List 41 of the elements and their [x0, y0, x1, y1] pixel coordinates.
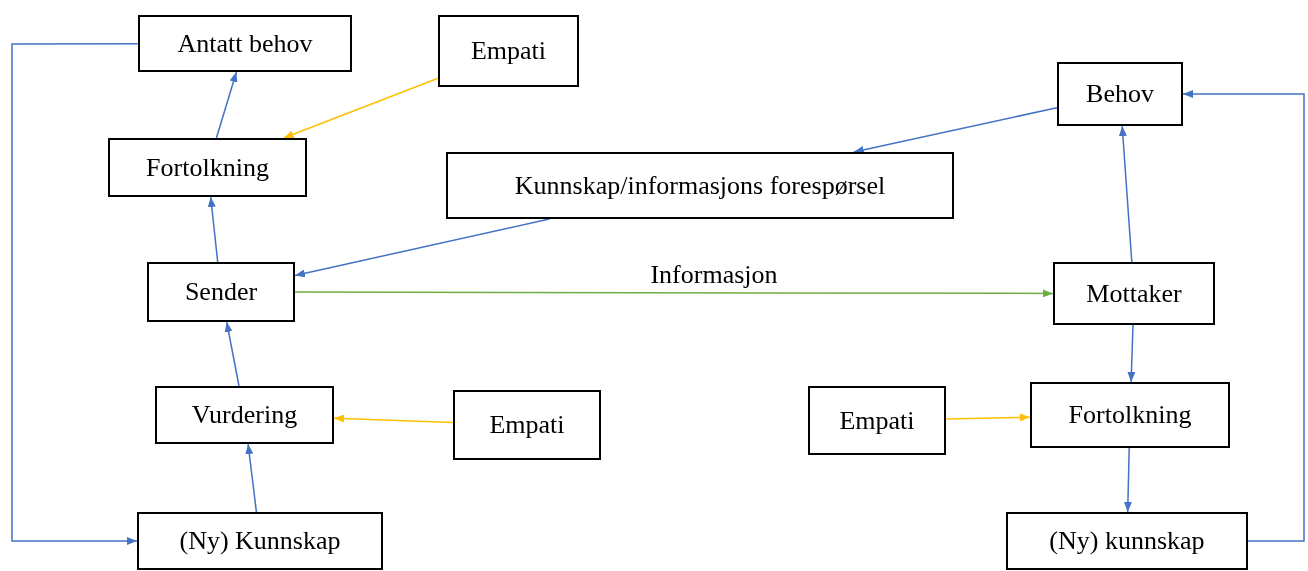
box-label: Fortolkning	[146, 152, 269, 183]
box-label: Vurdering	[191, 400, 298, 430]
box-label: Mottaker	[1086, 278, 1182, 309]
arrow	[245, 443, 258, 513]
text-box	[1030, 382, 1230, 448]
arrow	[333, 414, 454, 424]
box-label: Antatt behov	[177, 28, 313, 59]
text-box	[808, 386, 946, 455]
text-box	[453, 390, 601, 460]
box-label: (Ny) Kunnskap	[179, 526, 341, 556]
box-label: Behov	[1086, 79, 1154, 109]
text-box	[108, 138, 307, 197]
text-box	[438, 15, 579, 87]
box-label: Empati	[489, 410, 565, 440]
text-box	[446, 152, 954, 219]
box-label: (Ny) kunnskap	[1049, 526, 1205, 556]
text-box	[1006, 512, 1248, 570]
box-label: Empati	[470, 36, 547, 66]
arrow	[11, 42, 139, 545]
arrow	[1182, 90, 1305, 542]
arrow	[282, 77, 439, 139]
text-box	[1053, 262, 1215, 325]
text-box	[138, 15, 352, 72]
text-box	[137, 512, 383, 570]
arrow	[1127, 324, 1136, 383]
arrow	[224, 321, 240, 387]
arrow	[853, 106, 1058, 154]
arrow	[207, 196, 219, 263]
arrow	[294, 218, 551, 278]
arrow	[945, 413, 1031, 422]
arrow	[1123, 447, 1132, 513]
arrow	[294, 289, 1054, 298]
text-box	[147, 262, 295, 322]
text-box	[155, 386, 334, 444]
box-label: Sender	[184, 277, 258, 307]
arrow	[215, 71, 238, 139]
box-label: Empati	[839, 405, 915, 436]
box-label: Fortolkning	[1068, 400, 1192, 430]
arrow	[1118, 125, 1133, 263]
text-box	[1057, 62, 1183, 126]
box-label: Kunnskap/informasjons forespørsel	[514, 170, 886, 201]
